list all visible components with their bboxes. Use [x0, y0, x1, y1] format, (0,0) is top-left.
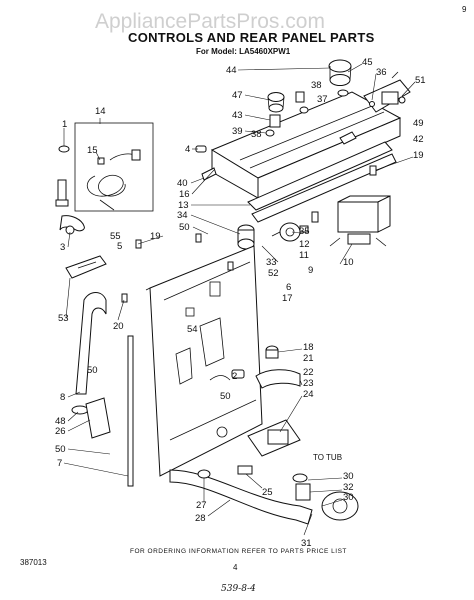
bracket-5 — [65, 255, 107, 279]
callout-c51: 51 — [415, 75, 426, 86]
callout-c15: 15 — [87, 145, 98, 156]
callout-c25: 25 — [262, 487, 273, 498]
callout-c10: 10 — [343, 257, 354, 268]
callout-c1: 1 — [62, 119, 67, 130]
callout-c34: 34 — [177, 210, 188, 221]
callout-c11: 11 — [299, 250, 309, 261]
diagram-title: CONTROLS AND REAR PANEL PARTS — [128, 30, 375, 45]
timer-switch — [329, 195, 391, 247]
callout-c55: 55 — [110, 231, 121, 242]
callout-c4: 4 — [185, 144, 190, 155]
watermark: AppliancePartsPros.com — [95, 10, 325, 33]
timer-knob — [328, 59, 352, 97]
callout-c47: 47 — [232, 90, 243, 101]
callout-c36: 36 — [376, 67, 387, 78]
callout-c17: 17 — [282, 293, 293, 304]
callout-c28: 28 — [195, 513, 206, 524]
water-tube — [127, 335, 134, 487]
callout-c30b: 30 — [343, 492, 354, 503]
callout-c50a: 50 — [179, 222, 190, 233]
callout-c54: 54 — [187, 324, 198, 335]
pump-inlet-hose — [255, 369, 301, 389]
callout-c2: 2 — [232, 371, 237, 382]
callout-c44: 44 — [226, 65, 237, 76]
clip-40 — [201, 167, 217, 181]
callout-c48: 48 — [55, 416, 66, 427]
callout-c22: 22 — [303, 367, 314, 378]
callout-c5: 5 — [117, 241, 122, 252]
callout-c16: 16 — [179, 189, 190, 200]
to-tub-label: TO TUB — [313, 453, 342, 462]
bracket-26 — [85, 397, 111, 439]
callout-c23: 23 — [303, 378, 314, 389]
rear-panel — [145, 245, 263, 477]
callout-c27: 27 — [196, 500, 207, 511]
callout-c49: 49 — [413, 118, 424, 129]
pump-bracket-24 — [247, 419, 301, 457]
power-cord-assembly — [74, 122, 154, 212]
callout-c37: 37 — [317, 94, 328, 105]
drain-hose — [75, 292, 107, 395]
inlet-hose-fitting — [58, 145, 85, 235]
rear-switch-bracket — [339, 71, 411, 176]
hose-clamp-48 — [71, 405, 89, 415]
callout-c38b: 38 — [251, 129, 262, 140]
leader-lines — [63, 63, 416, 536]
handwritten-code: 539-8-4 — [221, 584, 256, 594]
callout-c9: 9 — [308, 265, 313, 276]
corner-mark: 9 — [462, 5, 467, 14]
callout-c24: 24 — [303, 389, 314, 400]
callout-c31: 31 — [301, 538, 312, 549]
callout-c52: 52 — [268, 268, 279, 279]
callout-c7: 7 — [57, 458, 62, 469]
callout-c3: 3 — [60, 242, 65, 253]
sump-hose-2 — [209, 369, 245, 381]
callout-c19a: 19 — [413, 150, 424, 161]
callout-c6: 6 — [286, 282, 291, 293]
capacitor — [237, 224, 255, 250]
hose-clamp-25 — [237, 465, 253, 475]
page-number: 4 — [233, 563, 238, 572]
callout-c53: 53 — [58, 313, 69, 324]
callout-c42: 42 — [413, 134, 424, 145]
callout-c12: 12 — [299, 239, 310, 250]
valve-22 — [265, 345, 279, 359]
callout-c26: 26 — [55, 426, 66, 437]
callout-c14: 14 — [95, 106, 106, 117]
callout-c40: 40 — [177, 178, 188, 189]
model-line: For Model: LA5460XPW1 — [196, 47, 291, 56]
control-console — [210, 91, 402, 223]
callout-c21: 21 — [303, 353, 314, 364]
callout-c20: 20 — [113, 321, 124, 332]
water-level-switch — [271, 211, 319, 242]
callout-c32: 32 — [343, 482, 354, 493]
callout-c45: 45 — [362, 57, 373, 68]
callout-c18: 18 — [303, 342, 314, 353]
callout-c13: 13 — [178, 200, 189, 211]
callout-c33: 33 — [266, 257, 277, 268]
callout-c19b: 19 — [150, 231, 161, 242]
callout-c50c: 50 — [220, 391, 231, 402]
callout-c30a: 30 — [343, 471, 354, 482]
ordering-note: FOR ORDERING INFORMATION REFER TO PARTS … — [130, 548, 347, 555]
callout-c35: 35 — [299, 226, 310, 237]
callout-c39: 39 — [232, 126, 243, 137]
callout-c8: 8 — [60, 392, 65, 403]
callout-c38a: 38 — [311, 80, 322, 91]
pump-hose-28 — [169, 469, 313, 525]
callout-c50b: 50 — [87, 365, 98, 376]
document-number: 387013 — [20, 558, 47, 567]
cord-strain-relief — [55, 179, 69, 207]
selector-knob — [265, 91, 309, 137]
hose-clamp-27 — [197, 469, 211, 479]
callout-c43: 43 — [232, 110, 243, 121]
callout-c50d: 50 — [55, 444, 66, 455]
